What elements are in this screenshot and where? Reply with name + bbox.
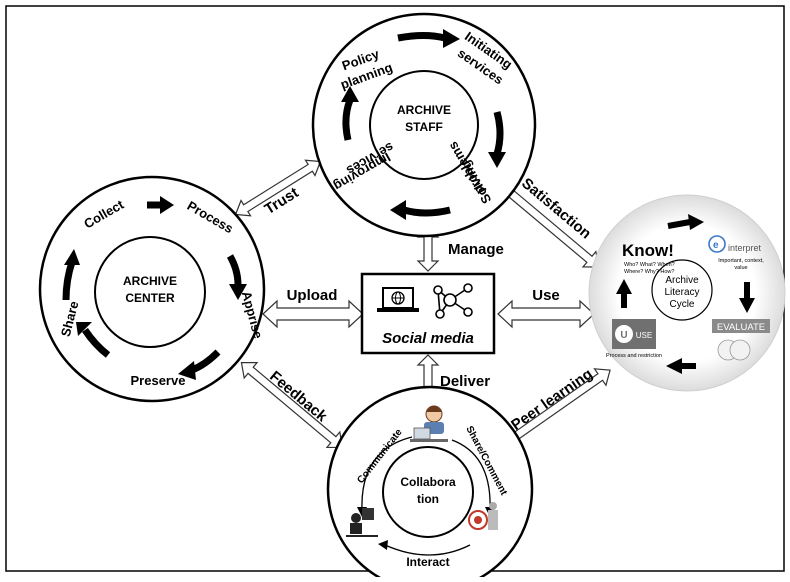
archive-staff-title-1: ARCHIVE xyxy=(397,103,451,117)
evaluate-label: EVALUATE xyxy=(717,322,765,333)
literacy-cycle: Archive Literacy Cycle Know! Who? What? … xyxy=(588,194,786,392)
collaboration-arrows xyxy=(361,436,491,556)
use-icon-glyph: U xyxy=(620,330,627,341)
know-block: Know! Who? What? When? Where? Why? How? xyxy=(622,241,675,275)
peer-learning-label: Peer learning xyxy=(508,365,596,433)
archive-staff-cycle-arrows xyxy=(342,32,504,217)
use-label: Use xyxy=(532,287,560,304)
interpret-sub-1: Important, context, xyxy=(718,258,764,264)
person-desk-icon xyxy=(346,508,378,537)
interpret-label: interpret xyxy=(728,243,762,253)
manage-label: Manage xyxy=(448,241,504,258)
step-preserve: Preserve xyxy=(131,373,186,388)
literacy-title-1: Archive xyxy=(665,275,699,286)
archive-center-title-2: CENTER xyxy=(125,291,175,305)
social-media-box: Social media xyxy=(360,272,496,355)
know-sub-2: Where? Why? How? xyxy=(624,269,674,275)
use-block: U USE Process and restriction xyxy=(606,319,662,359)
archive-staff-title-2: STAFF xyxy=(405,120,443,134)
upload-arrow xyxy=(262,299,364,329)
venn-icon-right xyxy=(729,339,751,361)
interpret-block: e interpret Important, context, value xyxy=(708,235,764,271)
interact-label: Interact xyxy=(406,555,449,569)
archive-center-cycle: ARCHIVE CENTER Collect Process Apprise P… xyxy=(38,175,266,403)
interpret-e-glyph: e xyxy=(713,240,719,251)
archive-center-title-1: ARCHIVE xyxy=(123,274,177,288)
use-label: USE xyxy=(636,331,652,340)
social-media-label: Social media xyxy=(382,330,474,347)
interpret-icon xyxy=(708,235,726,253)
use-icon xyxy=(615,325,633,343)
share-target-icon xyxy=(468,502,498,530)
archive-center-arrowheads xyxy=(64,196,247,380)
literacy-title-3: Cycle xyxy=(669,299,694,310)
evaluate-block: EVALUATE xyxy=(712,319,770,361)
interpret-sub-2: value xyxy=(734,265,747,271)
use-sub: Process and restriction xyxy=(606,353,662,359)
literacy-arrowheads xyxy=(616,214,755,374)
archive-staff-arrowheads xyxy=(341,29,506,220)
archive-staff-cycle: ARCHIVE STAFF Policy planning Initiating… xyxy=(311,12,537,238)
collaboration-title-2: tion xyxy=(417,492,439,506)
know-sub-1: Who? What? When? xyxy=(624,262,675,268)
deliver-label: Deliver xyxy=(440,373,490,390)
upload-label: Upload xyxy=(287,287,338,304)
use-arrow xyxy=(497,299,595,329)
person-laptop-icon xyxy=(410,405,448,442)
laptop-icon xyxy=(377,287,419,312)
feedback-arrow xyxy=(240,361,344,449)
know-label: Know! xyxy=(622,241,674,260)
literacy-title-2: Literacy xyxy=(664,287,699,298)
literacy-cycle-arrows xyxy=(621,219,750,369)
collaboration-cycle: Collabora tion Communicate Share/Comment… xyxy=(326,385,534,582)
collaboration-title-1: Collabora xyxy=(400,475,456,489)
network-icon xyxy=(433,283,473,319)
